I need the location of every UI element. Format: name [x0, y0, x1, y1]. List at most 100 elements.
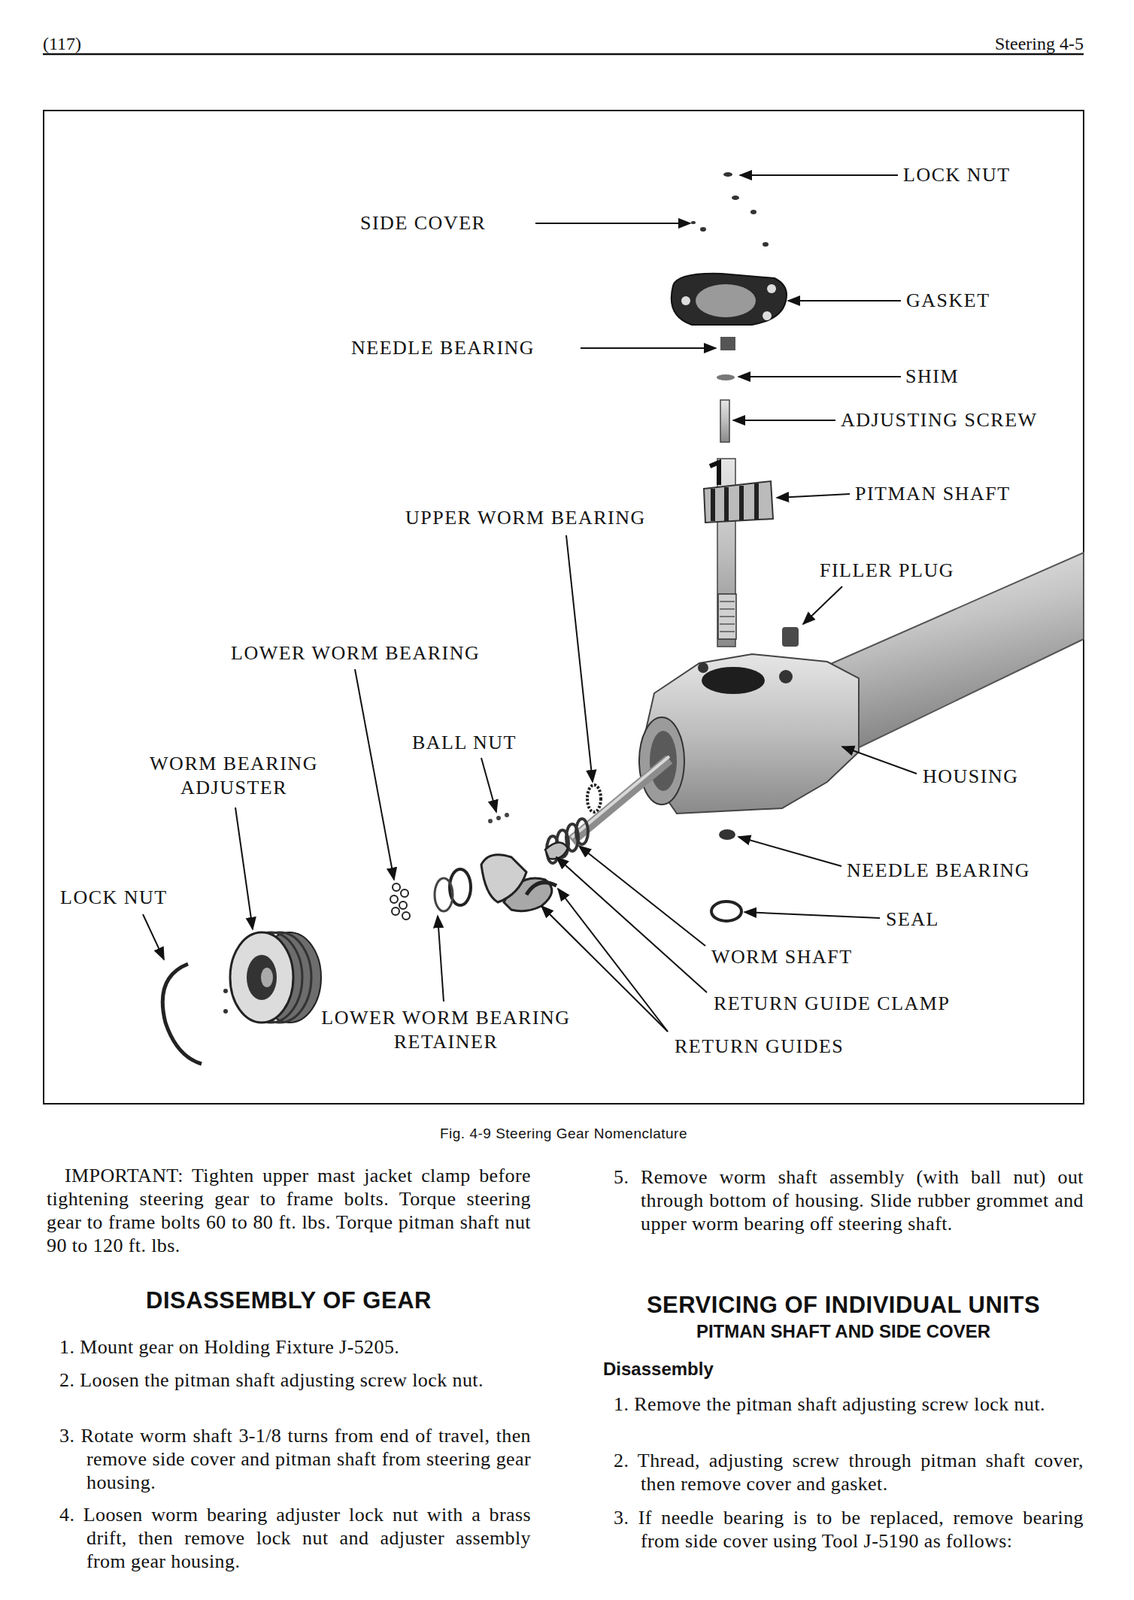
worm-shaft-part: [571, 759, 670, 841]
part-label: LOCK NUT: [903, 163, 1011, 188]
part-label: ADJUSTING SCREW: [840, 408, 1038, 433]
leader-line: [803, 586, 843, 625]
bolt-part: [762, 242, 769, 247]
figure-caption: Fig. 4-9 Steering Gear Nomenclature: [43, 1124, 1084, 1144]
needle-bearing-part: [720, 336, 736, 351]
leader-line: [579, 845, 706, 947]
bolt-part: [731, 195, 740, 201]
sector-teeth: [712, 483, 757, 522]
section-heading: SERVICING OF INDIVIDUAL UNITS: [603, 1291, 1084, 1319]
pitman-shaft-key: [709, 462, 719, 486]
gasket-bolt-hole: [681, 296, 691, 306]
pitman-shaft-splines: [718, 594, 737, 640]
gasket-part: [671, 273, 787, 325]
bolt-hole: [697, 662, 709, 674]
adjuster-bore: [246, 955, 277, 1001]
procedure-step: 2. Thread, adjusting screw through pitma…: [613, 1449, 1084, 1496]
bearing-ball: [400, 889, 409, 898]
thread: [576, 818, 589, 845]
leader-line: [566, 535, 593, 783]
part-label: HOUSING: [922, 764, 1019, 789]
lock-nut-part: [723, 172, 733, 177]
bearing-ball: [391, 907, 400, 916]
leader-line: [788, 300, 901, 302]
seal-part: [711, 901, 742, 922]
leader-lines: [142, 175, 917, 1032]
sub-heading: Disassembly: [603, 1358, 714, 1381]
leader-line: [235, 807, 253, 930]
leader-line: [354, 669, 395, 880]
adjuster-face: [230, 932, 294, 1023]
lock-nut-part: [162, 964, 202, 1065]
bearing-ball: [390, 895, 398, 904]
bearing-ball: [399, 901, 407, 910]
ball-nut-part: [481, 855, 527, 903]
part-label: SEAL: [885, 907, 940, 932]
return-guide-part: [526, 882, 557, 895]
sub-heading: PITMAN SHAFT AND SIDE COVER: [603, 1320, 1084, 1344]
leader-line: [437, 915, 444, 1002]
leader-line: [580, 347, 716, 349]
body-paragraph: IMPORTANT: Tighten upper mast jacket cla…: [46, 1164, 531, 1258]
section-heading: DISASSEMBLY OF GEAR: [46, 1287, 531, 1315]
leader-line: [776, 494, 850, 498]
part-label: GASKET: [906, 288, 991, 313]
part-label: WORM SHAFT: [711, 945, 853, 970]
part-label: NEEDLE BEARING: [846, 858, 1031, 883]
leader-line: [556, 857, 707, 993]
part-label: SIDE COVER: [360, 211, 486, 236]
lock-nut-tab: [223, 988, 228, 994]
leader-line: [738, 375, 901, 378]
leader-line: [739, 174, 898, 176]
part-label: RETURN GUIDES: [674, 1034, 844, 1059]
side-cover-part: [691, 221, 696, 225]
leader-line: [557, 888, 668, 1032]
part-label: LOWER WORM BEARING RETAINER: [295, 1006, 597, 1055]
procedure-step: 1. Remove the pitman shaft adjusting scr…: [613, 1392, 1084, 1416]
part-label: UPPER WORM BEARING: [405, 506, 646, 531]
gasket-bolt-hole: [767, 284, 777, 294]
part-label: NEEDLE BEARING: [351, 336, 535, 361]
part-label: LOWER WORM BEARING: [230, 641, 480, 666]
ball-nut-balls: [488, 812, 510, 824]
bolt-part: [700, 227, 707, 232]
procedure-step: 5. Remove worm shaft assembly (with ball…: [613, 1165, 1084, 1236]
shim-part: [716, 374, 735, 381]
return-guide-clamp-part: [545, 842, 568, 859]
header-rule: [42, 53, 1084, 56]
filler-plug-part: [782, 627, 799, 647]
lock-nut-tab: [223, 1009, 228, 1014]
housing-body: [639, 654, 859, 814]
procedure-step: 1. Mount gear on Holding Fixture J-5205.: [59, 1335, 531, 1359]
figure-frame: [43, 110, 1084, 1104]
housing-tube: [827, 552, 1084, 752]
leader-line: [535, 222, 691, 225]
bearing-ball: [402, 912, 410, 920]
ball: [488, 818, 493, 824]
pitman-sector-gear: [703, 481, 774, 523]
spline-lines: [719, 601, 735, 632]
leader-line: [481, 758, 497, 813]
ball: [496, 815, 501, 821]
procedure-step: 4. Loosen worm bearing adjuster lock nut…: [59, 1503, 531, 1574]
part-label: FILLER PLUG: [819, 558, 955, 583]
leader-line: [842, 746, 917, 774]
lower-worm-bearing-part: [390, 883, 410, 920]
leader-line: [744, 912, 880, 919]
leader-line: [733, 419, 836, 422]
bolt-part: [750, 209, 757, 215]
bolt-hole: [779, 670, 793, 684]
leader-line: [738, 836, 842, 867]
upper-worm-bearing-part: [587, 785, 601, 813]
part-label: SHIM: [905, 364, 959, 389]
running-head: Steering 4-5: [858, 32, 1084, 55]
part-label: BALL NUT: [412, 730, 517, 755]
procedure-step: 3. If needle bearing is to be replaced, …: [613, 1506, 1084, 1553]
retainer-part: [434, 878, 453, 912]
gasket-hole: [695, 284, 756, 318]
part-label: RETURN GUIDE CLAMP: [713, 991, 950, 1016]
pitman-bore: [701, 667, 765, 695]
part-label: WORM BEARING ADJUSTER: [128, 751, 340, 801]
procedure-step: 2. Loosen the pitman shaft adjusting scr…: [59, 1368, 531, 1392]
